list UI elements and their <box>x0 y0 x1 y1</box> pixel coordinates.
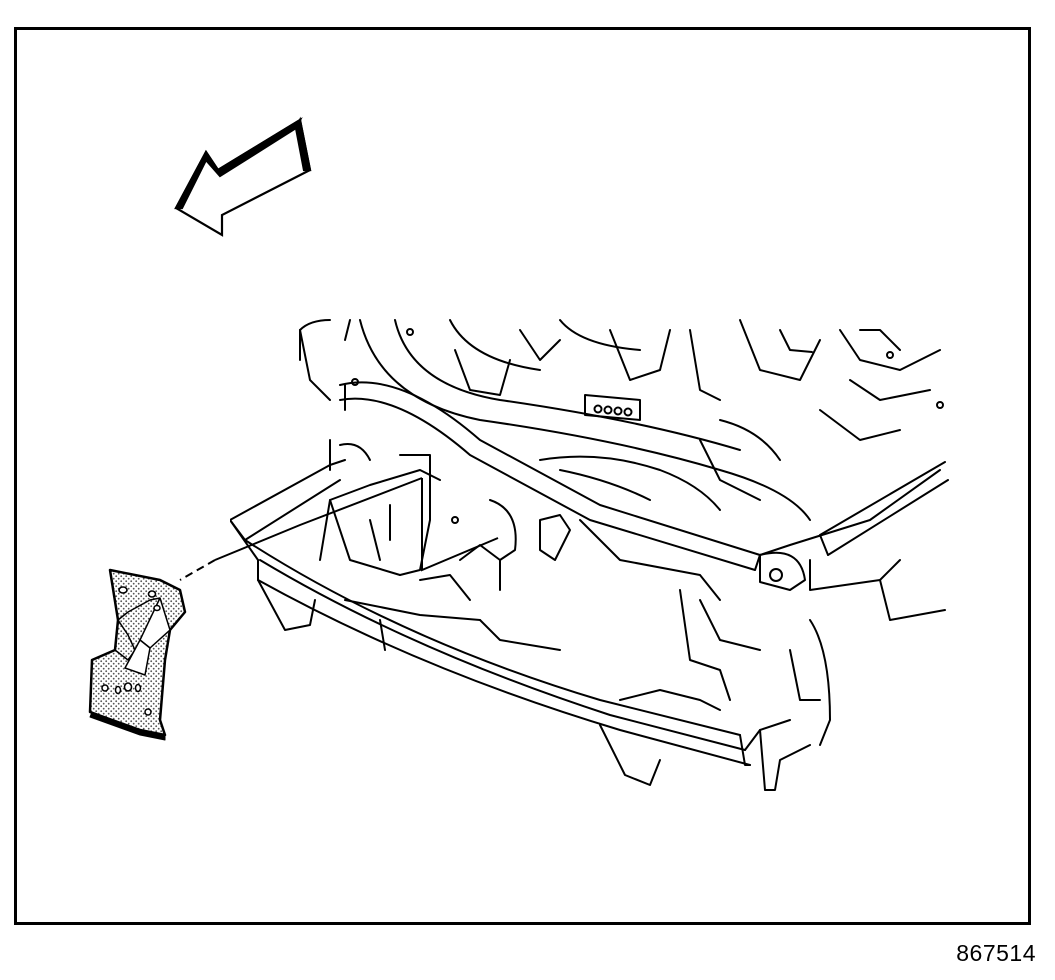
alignment-dashed-line <box>179 559 216 581</box>
front-of-vehicle-arrow-icon <box>174 116 312 237</box>
callout-leader-lines <box>214 477 499 572</box>
vehicle-front-structure <box>230 319 949 791</box>
reinforcement-bracket-part <box>88 568 187 741</box>
figure-number: 867514 <box>956 940 1036 966</box>
illustration-frame <box>14 27 1031 925</box>
